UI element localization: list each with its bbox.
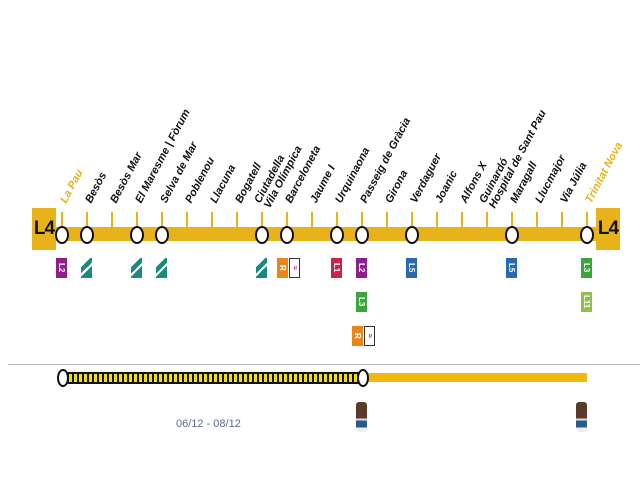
station-circle[interactable] xyxy=(255,226,269,244)
tram-icon xyxy=(156,258,167,278)
train-icon xyxy=(356,402,367,432)
station-name-line: Trinitat Nova xyxy=(583,140,626,206)
station-tick xyxy=(586,212,588,227)
station-tick xyxy=(511,212,513,227)
transfer-l5-badge[interactable]: L5 xyxy=(406,258,417,278)
station-tick xyxy=(111,212,113,227)
transfer-r-badge[interactable]: R xyxy=(277,258,288,278)
station-tick xyxy=(211,212,213,227)
transfer-l2-badge[interactable]: L2 xyxy=(56,258,67,278)
station-circle[interactable] xyxy=(80,226,94,244)
station-tick xyxy=(186,212,188,227)
station-circle[interactable] xyxy=(355,226,369,244)
station-tick xyxy=(411,212,413,227)
divider xyxy=(8,364,640,365)
station-name-line: Besòs xyxy=(83,170,110,206)
station-label[interactable]: Girona xyxy=(383,168,411,206)
progress-start-node xyxy=(57,369,69,387)
station-name-line: La Pau xyxy=(58,167,86,206)
station-circle[interactable] xyxy=(280,226,294,244)
station-label[interactable]: Trinitat Nova xyxy=(583,140,626,206)
progress-current-node xyxy=(357,369,369,387)
station-label[interactable]: Joanic xyxy=(433,168,461,206)
line-badge-left: L4 xyxy=(32,208,56,250)
transfer-l3-badge[interactable]: L3 xyxy=(356,292,367,312)
ferry-icon: ≈ xyxy=(364,326,375,346)
progress-travelled xyxy=(62,372,362,384)
station-tick xyxy=(236,212,238,227)
station-label[interactable]: La Pau xyxy=(58,167,86,206)
tram-icon xyxy=(81,258,92,278)
station-circle[interactable] xyxy=(55,226,69,244)
train-icon xyxy=(576,402,587,432)
service-dates: 06/12 - 08/12 xyxy=(176,418,241,430)
transfer-l11-badge[interactable]: L11 xyxy=(581,292,592,312)
station-name-line: Girona xyxy=(383,168,411,206)
transfer-l2-badge[interactable]: L2 xyxy=(356,258,367,278)
station-tick xyxy=(261,212,263,227)
station-name-line: Guinardó xyxy=(477,156,511,206)
station-name-line: Joanic xyxy=(433,168,461,206)
station-tick xyxy=(561,212,563,227)
station-tick xyxy=(461,212,463,227)
station-tick xyxy=(436,212,438,227)
ferry-icon: ≈ xyxy=(289,258,300,278)
station-circle[interactable] xyxy=(155,226,169,244)
station-tick xyxy=(361,212,363,227)
transfer-l3-badge[interactable]: L3 xyxy=(581,258,592,278)
station-tick xyxy=(136,212,138,227)
progress-remaining xyxy=(362,373,587,382)
transfer-l5-badge[interactable]: L5 xyxy=(506,258,517,278)
tram-icon xyxy=(131,258,142,278)
station-tick xyxy=(86,212,88,227)
station-circle[interactable] xyxy=(580,226,594,244)
line-badge-right: L4 xyxy=(596,208,620,250)
station-tick xyxy=(61,212,63,227)
transfer-l1-badge[interactable]: L1 xyxy=(331,258,342,278)
station-tick xyxy=(386,212,388,227)
station-tick xyxy=(161,212,163,227)
station-tick xyxy=(311,212,313,227)
station-tick xyxy=(486,212,488,227)
station-circle[interactable] xyxy=(505,226,519,244)
line-track xyxy=(56,227,596,241)
station-tick xyxy=(336,212,338,227)
station-circle[interactable] xyxy=(130,226,144,244)
station-circle[interactable] xyxy=(405,226,419,244)
tram-icon xyxy=(256,258,267,278)
station-circle[interactable] xyxy=(330,226,344,244)
transfer-r-badge[interactable]: R xyxy=(352,326,363,346)
station-label[interactable]: Besòs xyxy=(83,170,110,206)
station-tick xyxy=(536,212,538,227)
station-tick xyxy=(286,212,288,227)
